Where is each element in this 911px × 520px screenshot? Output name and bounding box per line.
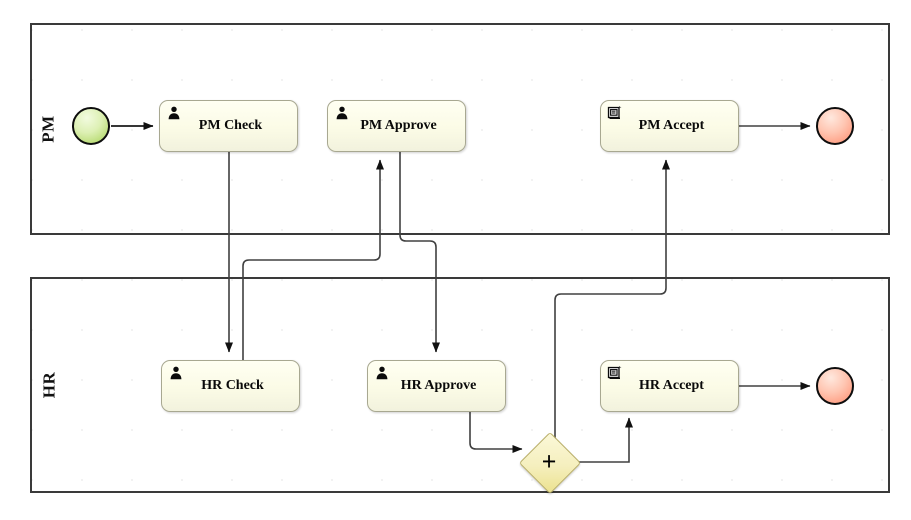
script-task-icon — [607, 365, 623, 381]
gateway-plus-symbol: + — [541, 447, 557, 476]
task-hr-accept[interactable]: HR Accept — [600, 360, 739, 412]
parallel-gateway[interactable]: + — [518, 431, 582, 495]
task-label: HR Accept — [639, 378, 704, 394]
lane-hr[interactable]: HR — [30, 277, 890, 493]
script-task-icon — [607, 105, 623, 121]
end-event-hr[interactable] — [816, 367, 854, 405]
task-label: HR Approve — [400, 378, 477, 394]
task-hr-check[interactable]: HR Check — [161, 360, 300, 412]
task-hr-approve[interactable]: HR Approve — [367, 360, 506, 412]
task-label: PM Accept — [638, 118, 705, 134]
user-task-icon — [334, 105, 350, 121]
lane-label-pm: PM — [32, 25, 66, 233]
end-event-pm[interactable] — [816, 107, 854, 145]
task-pm-approve[interactable]: PM Approve — [327, 100, 466, 152]
lane-pm-title: PM — [39, 115, 58, 143]
user-task-icon — [166, 105, 182, 121]
user-task-icon — [374, 365, 390, 381]
lane-label-hr: HR — [32, 279, 66, 491]
lane-hr-title: HR — [39, 371, 58, 399]
task-label: PM Check — [198, 118, 263, 134]
user-task-icon — [168, 365, 184, 381]
task-pm-accept[interactable]: PM Accept — [600, 100, 739, 152]
start-event[interactable] — [72, 107, 110, 145]
task-label: PM Approve — [360, 118, 437, 134]
task-pm-check[interactable]: PM Check — [159, 100, 298, 152]
lane-pm[interactable]: PM — [30, 23, 890, 235]
task-label: HR Check — [201, 378, 264, 394]
